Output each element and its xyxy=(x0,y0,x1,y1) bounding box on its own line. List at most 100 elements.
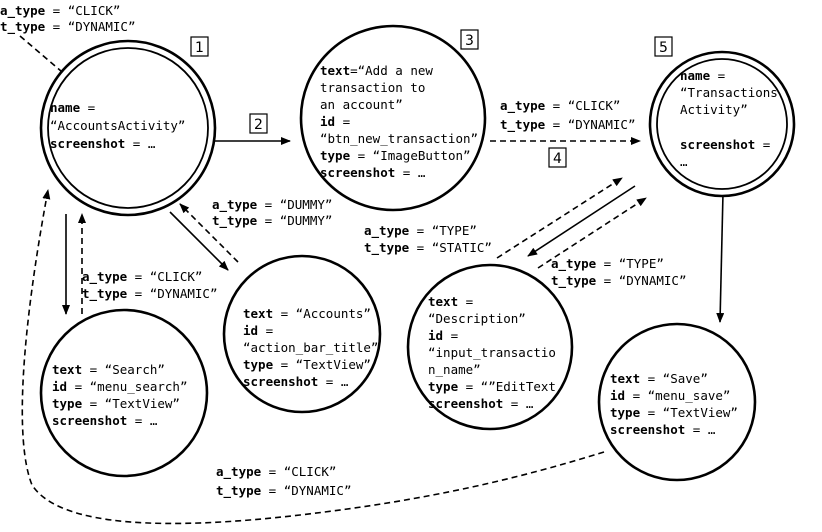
a-type-value: = “DUMMY” xyxy=(257,197,332,212)
edge-label-dummy: a_type = “DUMMY” t_type = “DUMMY” xyxy=(212,197,332,229)
screenshot-key: screenshot xyxy=(50,136,125,151)
edge-description-to-transactions-2 xyxy=(537,197,647,269)
id-value-line1: “input_transactio xyxy=(428,345,556,360)
t-type-key: t_type xyxy=(551,273,597,289)
screenshot-key: screenshot xyxy=(52,413,127,428)
a-type-value: = “CLICK” xyxy=(45,3,120,18)
t-type-key: t_type xyxy=(500,117,546,133)
t-type-value: = “DYNAMIC” xyxy=(596,273,686,288)
screenshot-value: = … xyxy=(127,413,158,428)
svg-text:t_type = “DYNAMIC”: t_type = “DYNAMIC” xyxy=(0,19,135,35)
node-tag-5: 5 xyxy=(654,36,673,57)
node-tag-3: 3 xyxy=(460,29,479,50)
edge-description-to-transactions xyxy=(496,177,623,259)
type-key: type xyxy=(243,357,274,372)
svg-text:type = “TextView”: type = “TextView” xyxy=(52,396,180,411)
a-type-key: a_type xyxy=(364,223,410,239)
edge-transactions-to-save xyxy=(716,192,725,323)
svg-text:text = “Search”: text = “Search” xyxy=(52,362,165,377)
text-value: = “Accounts” xyxy=(273,306,371,321)
svg-text:screenshot = …: screenshot = … xyxy=(320,165,426,180)
text-key: text xyxy=(320,63,350,78)
type-key: type xyxy=(428,379,459,394)
t-type-key: t_type xyxy=(216,483,262,499)
svg-text:name =: name = xyxy=(680,68,725,83)
edge-label-type-dynamic: a_type = “TYPE” t_type = “DYNAMIC” xyxy=(551,256,686,289)
svg-text:t_type = “DYNAMIC”: t_type = “DYNAMIC” xyxy=(216,483,351,499)
a-type-key: a_type xyxy=(551,256,597,272)
svg-text:type = “TextView”: type = “TextView” xyxy=(243,357,371,372)
svg-text:screenshot = …: screenshot = … xyxy=(50,136,156,151)
screenshot-eq: = xyxy=(755,137,770,152)
a-type-value: = “TYPE” xyxy=(596,256,664,271)
id-key: id xyxy=(320,114,335,129)
type-value: = “TextView” xyxy=(640,405,738,420)
node-tag-label: 1 xyxy=(195,40,204,56)
node-new-transaction-button: text=“Add a new transaction to an accoun… xyxy=(299,24,487,212)
edge-label-type-static: a_type = “TYPE” t_type = “STATIC” xyxy=(364,223,492,256)
svg-text:t_type = “STATIC”: t_type = “STATIC” xyxy=(364,240,492,256)
edge-save-to-accounts xyxy=(21,189,605,525)
id-eq: = xyxy=(443,328,458,343)
svg-text:screenshot = …: screenshot = … xyxy=(610,422,716,437)
node-save: text = “Save” id = “menu_save” type = “T… xyxy=(597,322,757,482)
id-value: = “menu_save” xyxy=(625,388,730,403)
name-key: name xyxy=(680,68,711,83)
t-type-value: = “DYNAMIC” xyxy=(261,483,351,498)
name-eq: = xyxy=(80,100,95,115)
text-key: text xyxy=(428,294,458,309)
text-value: = “Save” xyxy=(640,371,708,386)
node-tag-1: 1 xyxy=(190,36,209,57)
svg-text:a_type = “CLICK”: a_type = “CLICK” xyxy=(0,3,120,19)
id-eq: = xyxy=(258,323,273,338)
svg-text:a_type = “CLICK”: a_type = “CLICK” xyxy=(216,464,336,480)
type-key: type xyxy=(610,405,641,420)
type-value: = “ImageButton” xyxy=(350,148,470,163)
edge-tag-2: 2 xyxy=(249,113,268,134)
id-value: = “menu_search” xyxy=(67,379,187,394)
t-type-key: t_type xyxy=(212,213,258,229)
svg-text:text = “Accounts”: text = “Accounts” xyxy=(243,306,371,321)
id-key: id xyxy=(243,323,258,338)
screenshot-key: screenshot xyxy=(428,396,503,411)
id-key: id xyxy=(610,388,625,403)
svg-text:text = “Save”: text = “Save” xyxy=(610,371,708,386)
edge-tag-label: 2 xyxy=(254,117,263,133)
name-value: “AccountsActivity” xyxy=(50,118,185,133)
svg-text:id =: id = xyxy=(428,328,458,343)
a-type-key: a_type xyxy=(216,464,262,480)
screenshot-key: screenshot xyxy=(610,422,685,437)
type-key: type xyxy=(320,148,351,163)
edge-label-click-transactions: a_type = “CLICK” t_type = “DYNAMIC” xyxy=(500,98,635,133)
edge-title-to-accounts xyxy=(179,203,239,263)
svg-text:screenshot =: screenshot = xyxy=(680,137,770,152)
text-value: “Description” xyxy=(428,311,526,326)
a-type-key: a_type xyxy=(0,3,46,19)
type-value: = “TextView” xyxy=(273,357,371,372)
svg-text:a_type = “TYPE”: a_type = “TYPE” xyxy=(551,256,664,272)
t-type-value: = “DYNAMIC” xyxy=(545,117,635,132)
edge-label-click-save: a_type = “CLICK” t_type = “DYNAMIC” xyxy=(216,464,351,499)
edge-transactions-to-description xyxy=(527,185,636,257)
svg-text:t_type = “DUMMY”: t_type = “DUMMY” xyxy=(212,213,332,229)
t-type-value: = “DYNAMIC” xyxy=(45,19,135,34)
svg-text:id =: id = xyxy=(320,114,350,129)
screenshot-value: = … xyxy=(125,136,156,151)
edge-tag-4: 4 xyxy=(548,147,567,168)
edge-tag-label: 4 xyxy=(553,151,562,167)
id-value: “action_bar_title” xyxy=(243,340,378,355)
text-key: text xyxy=(52,362,82,377)
a-type-value: = “CLICK” xyxy=(261,464,336,479)
a-type-value: = “CLICK” xyxy=(545,98,620,113)
text-value-line1: =“Add a new xyxy=(350,63,433,78)
svg-text:t_type = “DYNAMIC”: t_type = “DYNAMIC” xyxy=(82,286,217,302)
id-key: id xyxy=(428,328,443,343)
text-value-line2: transaction to xyxy=(320,80,425,95)
type-value: = “TextView” xyxy=(82,396,180,411)
screenshot-value: = … xyxy=(395,165,426,180)
svg-text:a_type = “CLICK”: a_type = “CLICK” xyxy=(500,98,620,114)
text-eq: = xyxy=(458,294,473,309)
svg-text:type = “TextView”: type = “TextView” xyxy=(610,405,738,420)
t-type-value: = “DYNAMIC” xyxy=(127,286,217,301)
screenshot-value: … xyxy=(680,154,688,169)
